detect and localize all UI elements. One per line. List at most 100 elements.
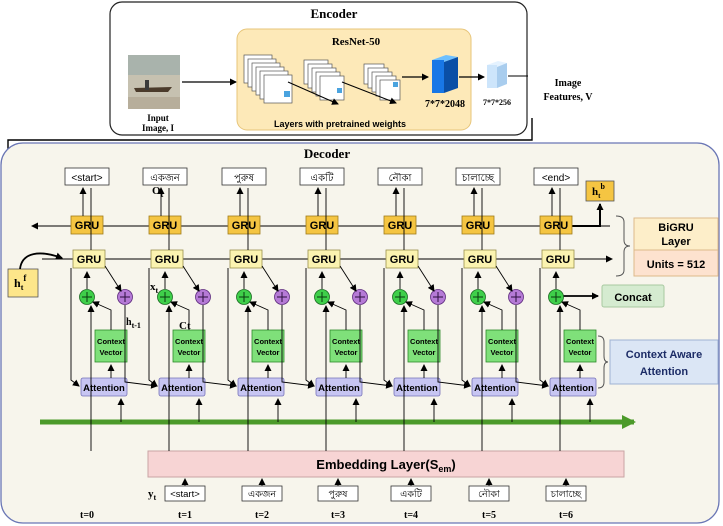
gru-to-merge-arrow-2 [261, 265, 279, 292]
units-legend-text: Units = 512 [647, 259, 705, 271]
htb-arrow [566, 203, 604, 227]
decoder-title: Decoder [304, 146, 350, 161]
gru-to-merge-arrow-4 [417, 265, 435, 292]
input-token-box-1 [241, 485, 283, 502]
context-vector-0 [94, 329, 128, 363]
input-image [128, 55, 180, 109]
layer-arrow-2 [341, 81, 397, 105]
gru-backward-label-0: GRU [75, 220, 100, 232]
context-vector-5 [485, 329, 519, 363]
context-to-concat-arrow-3 [327, 301, 347, 330]
hidden-to-attention-arrow-2 [227, 268, 237, 387]
output-token-3: একটি [311, 171, 334, 184]
gru-forward-4 [385, 249, 419, 269]
merge-to-attention-arrow-1 [202, 305, 237, 389]
timestep-5: t=5 [482, 510, 496, 521]
htf-label: htf [14, 273, 27, 292]
output-token-1: একজন [150, 173, 181, 184]
htb-box [585, 180, 615, 202]
gru-forward-6 [541, 249, 575, 269]
layer-arrow-1 [287, 81, 339, 105]
gru-backward-0 [70, 215, 104, 235]
input-token-4: নৌকা [478, 488, 501, 500]
htf-arrow [19, 252, 63, 270]
output-token-box-2 [221, 167, 267, 186]
gru-forward-label-4: GRU [390, 254, 415, 266]
ot-label: Ot [152, 185, 164, 199]
gru-backward-4 [383, 215, 417, 235]
context-vector-line1-2: Context [254, 337, 282, 346]
attention-label-0: Attention [83, 383, 125, 394]
gru-forward-2 [229, 249, 263, 269]
timestep-1: t=1 [178, 510, 192, 521]
gru-backward-label-4: GRU [388, 220, 413, 232]
context-to-concat-arrow-4 [405, 301, 425, 330]
gru-backward-6 [539, 215, 573, 235]
context-vector-1 [172, 329, 206, 363]
context-vector-line1-0: Context [97, 337, 125, 346]
context-vector-line1-6: Context [566, 337, 594, 346]
timestep-2: t=2 [255, 510, 269, 521]
context-to-concat-arrow-0 [92, 301, 112, 330]
gru-to-merge-arrow-5 [495, 265, 513, 292]
input-token-0: <start> [170, 489, 200, 500]
input-token-box-3 [390, 485, 432, 502]
attention-label-4: Attention [396, 383, 438, 394]
attention-label-3: Attention [318, 383, 360, 394]
layer-stack-2 [303, 59, 345, 101]
attention-block-5 [471, 377, 519, 397]
concat-legend-text: Concat [614, 292, 652, 304]
image-features-line1: Image [555, 78, 582, 89]
attention-label-6: Attention [552, 383, 594, 394]
context-to-concat-arrow-5 [483, 301, 503, 330]
input-token-box-4 [468, 485, 510, 502]
context-vector-line1-1: Context [175, 337, 203, 346]
attention-brace [597, 335, 609, 389]
context-to-concat-arrow-6 [561, 301, 581, 330]
gru-backward-3 [305, 215, 339, 235]
hidden-to-attention-arrow-5 [461, 268, 471, 387]
gru-to-merge-arrow-3 [339, 265, 357, 292]
context-vector-6 [563, 329, 597, 363]
gru-backward-label-2: GRU [232, 220, 257, 232]
context-vector-line1-4: Context [410, 337, 438, 346]
hidden-to-attention-arrow-3 [305, 268, 315, 387]
context-vector-line2-0: Vector [100, 348, 123, 357]
gru-backward-label-1: GRU [153, 220, 178, 232]
attention-block-2 [237, 377, 285, 397]
bigru-brace [615, 215, 631, 277]
attention-block-4 [393, 377, 441, 397]
context-vector-line2-3: Vector [335, 348, 358, 357]
gru-forward-5 [463, 249, 497, 269]
units-legend [633, 249, 719, 277]
merge-to-attention-arrow-2 [281, 305, 315, 389]
ct-label: Ct [179, 320, 191, 332]
context-vector-4 [407, 329, 441, 363]
attention-legend-line1: Context Aware [626, 349, 702, 361]
output-token-5: চালাচ্ছে [461, 173, 496, 184]
feature-cube-2048 [432, 55, 458, 93]
layers-caption: Layers with pretrained weights [274, 119, 406, 129]
attention-block-6 [549, 377, 597, 397]
output-token-box-1 [142, 167, 188, 186]
context-vector-line1-3: Context [332, 337, 360, 346]
attention-block-1 [158, 377, 206, 397]
resnet-title: ResNet-50 [332, 36, 381, 48]
input-token-3: একটি [400, 487, 423, 500]
output-token-box-5 [455, 167, 501, 186]
gru-backward-label-6: GRU [544, 220, 569, 232]
image-features-line2: Features, V [543, 92, 593, 103]
timestep-6: t=6 [559, 510, 573, 521]
gru-forward-label-1: GRU [155, 254, 180, 266]
attention-block-0 [80, 377, 128, 397]
attention-block-3 [315, 377, 363, 397]
gru-forward-3 [307, 249, 341, 269]
input-token-2: পুরুষ [329, 489, 349, 500]
output-token-box-3 [299, 167, 345, 186]
output-token-box-4 [377, 167, 423, 186]
gru-forward-label-5: GRU [468, 254, 493, 266]
input-token-box-5 [545, 485, 587, 502]
output-token-2: পুরুষ [234, 173, 254, 184]
layer-stack-3 [363, 63, 401, 101]
